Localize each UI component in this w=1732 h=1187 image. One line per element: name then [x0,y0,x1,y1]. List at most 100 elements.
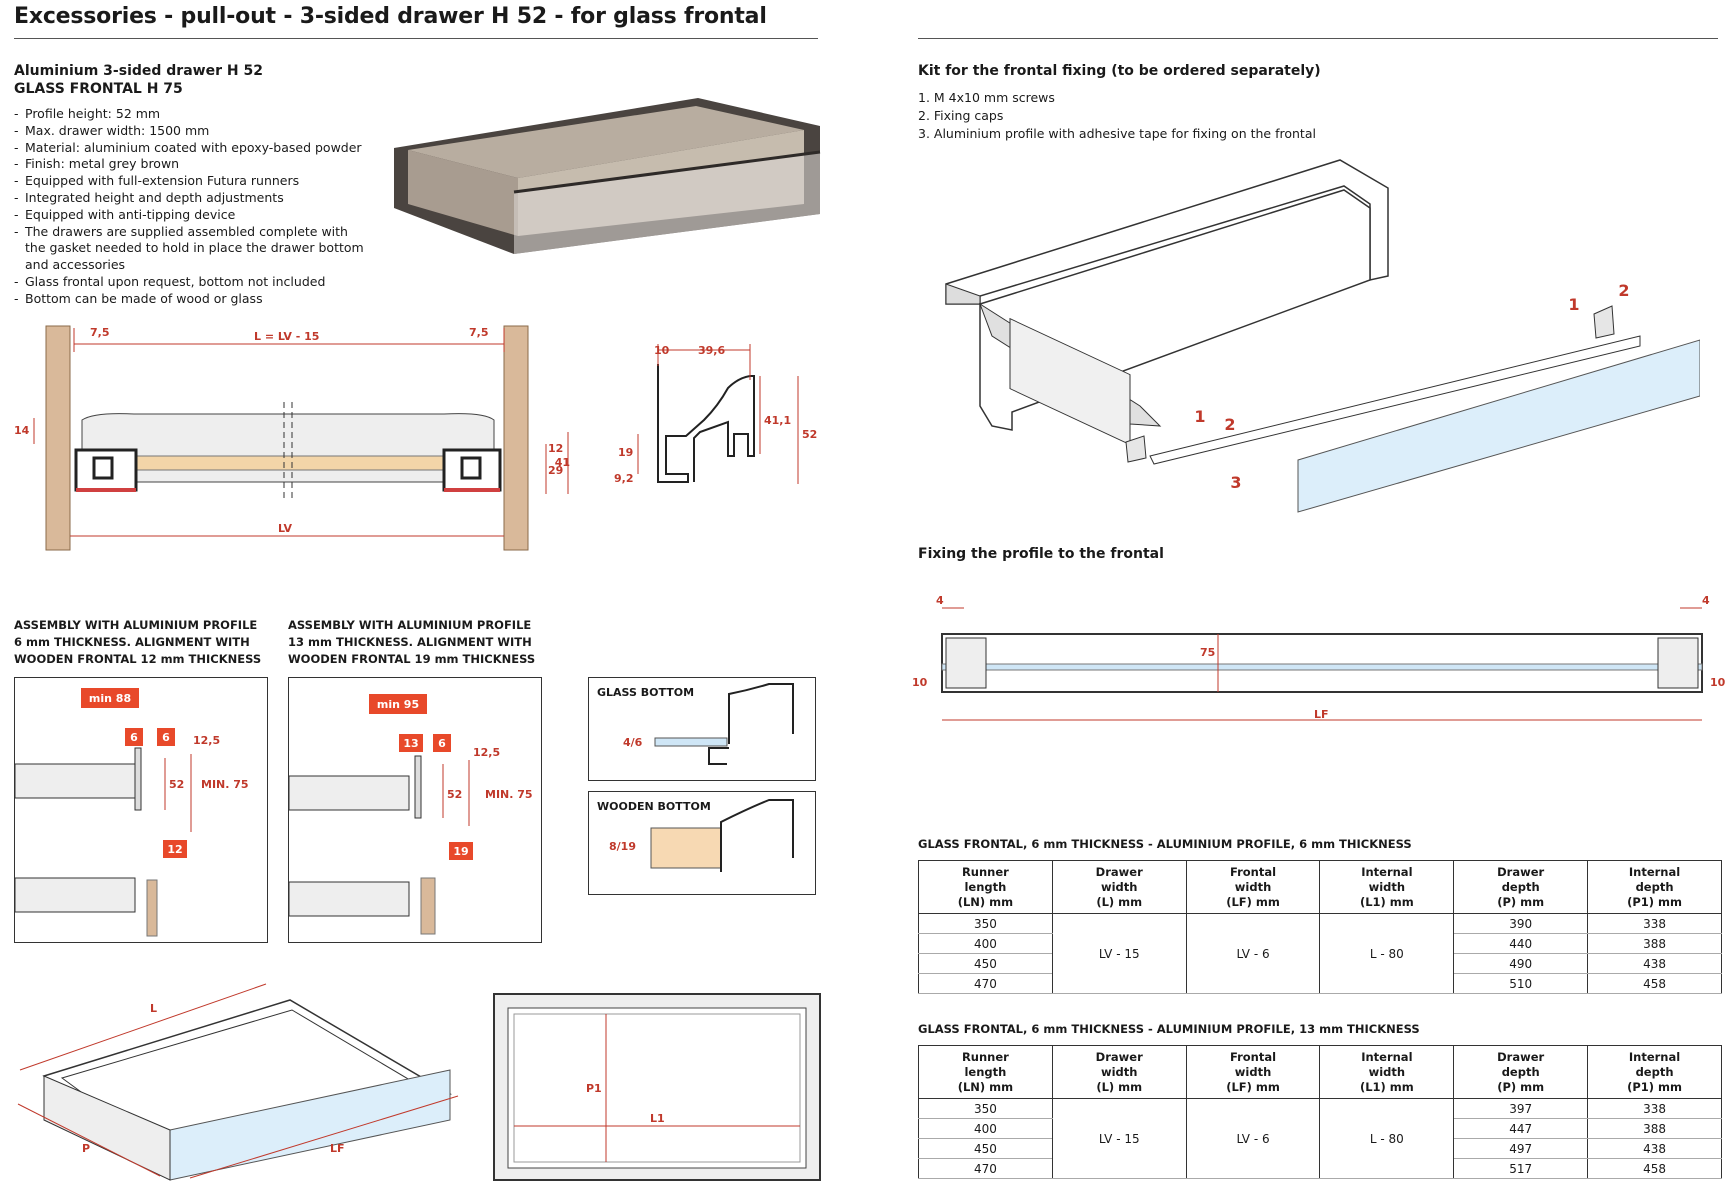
assembly-heading-line: 13 mm THICKNESS. ALIGNMENT WITH [288,635,532,649]
wooden-bottom-label: WOODEN BOTTOM [597,800,711,813]
dim-10: 10 [654,344,670,357]
title-rule-left [14,38,818,39]
dim-14: 14 [14,424,30,437]
drawer-plan-drawing: P1 L1 [493,993,821,1181]
cell-runner: 350 [918,913,1053,934]
cell-internal-depth: 388 [1587,933,1722,954]
dim-9-2: 9,2 [614,472,634,485]
kit-list: 1. M 4x10 mm screws 2. Fixing caps 3. Al… [918,89,1316,143]
cell-runner: 470 [918,973,1053,994]
assembly-6mm-t1: 6 [130,731,138,744]
kit-title: Kit for the frontal fixing (to be ordere… [918,63,1321,79]
profile-drawing: 10 39,6 41,1 52 19 9,2 [614,344,817,485]
feature-item: Glass frontal upon request, bottom not i… [14,274,364,291]
cell-drawer-depth: 397 [1453,1098,1589,1119]
kit-exploded-drawing: 1 2 3 1 2 [945,159,1700,513]
dim-52: 52 [802,428,817,441]
dim-12: 12 [548,442,563,455]
dim-lf: LF [1314,708,1329,721]
table-13mm-title: GLASS FRONTAL, 6 mm THICKNESS - ALUMINIU… [918,1022,1420,1036]
cell-drawer-depth: 447 [1453,1118,1589,1139]
assembly-13mm-12-5: 12,5 [473,746,500,759]
assembly-6mm-heading: ASSEMBLY WITH ALUMINIUM PROFILE 6 mm THI… [14,617,261,668]
iso-dim-lf: LF [330,1142,345,1155]
assembly-heading-line: ASSEMBLY WITH ALUMINIUM PROFILE [288,618,532,632]
cell-runner: 400 [918,933,1053,954]
product-name: Aluminium 3-sided drawer H 52 GLASS FRON… [14,62,263,98]
cell-drawer-depth: 517 [1453,1158,1589,1179]
table-row: 350 LV - 15 LV - 6 L - 80 397 338 [918,1098,1722,1179]
dim-39-6: 39,6 [698,344,725,357]
dim-29: 29 [548,464,563,477]
kit-label-1a: 1 [1568,295,1579,314]
feature-item: The drawers are supplied assembled compl… [14,224,364,274]
fixing-title: Fixing the profile to the frontal [918,546,1164,562]
cell-drawer-depth: 490 [1453,953,1589,974]
cell-internal-width: L - 80 [1319,913,1455,994]
assembly-6mm-min: min 88 [89,692,131,705]
fixing-drawing: 4 4 75 10 10 LF [912,594,1726,721]
product-name-line2: GLASS FRONTAL H 75 [14,81,183,97]
table-row: 400 440 388 [918,933,1722,954]
drawer-iso-drawing: L P LF [17,983,459,1181]
assembly-6mm-12-5: 12,5 [193,734,220,747]
cell-drawer-depth: 390 [1453,913,1589,934]
assembly-6mm-front: 12 [167,843,182,856]
cell-drawer-depth: 440 [1453,933,1589,954]
cell-internal-depth: 338 [1587,913,1722,934]
assembly-13mm-t2: 6 [438,737,446,750]
wooden-bottom-drawing: 8/19 [609,799,794,872]
assembly-6mm-drawing: min 88 6 6 12,5 52 MIN. 75 12 [14,688,249,937]
kit-label-3: 3 [1230,473,1241,492]
cell-internal-depth: 438 [1587,953,1722,974]
product-name-line1: Aluminium 3-sided drawer H 52 [14,63,263,79]
feature-item: Material: aluminium coated with epoxy-ba… [14,140,364,157]
cell-frontal-width: LV - 6 [1185,1098,1321,1179]
section-drawing: 7,5 7,5 L = LV - 15 14 12 29 41 LV [14,325,570,551]
assembly-heading-line: 6 mm THICKNESS. ALIGNMENT WITH [14,635,250,649]
kit-label-1b: 1 [1194,407,1205,426]
cell-drawer-depth: 497 [1453,1138,1589,1159]
cell-drawer-width: LV - 15 [1051,1098,1187,1179]
assembly-13mm-front: 19 [453,845,468,858]
assembly-13mm-52: 52 [447,788,462,801]
assembly-heading-line: WOODEN FRONTAL 19 mm THICKNESS [288,652,536,666]
table-6mm-title: GLASS FRONTAL, 6 mm THICKNESS - ALUMINIU… [918,837,1412,851]
cell-frontal-width: LV - 6 [1185,913,1321,994]
dim-right-gap: 7,5 [469,326,489,339]
iso-dim-l: L [150,1002,157,1015]
cell-internal-width: L - 80 [1319,1098,1455,1179]
cell-runner: 400 [918,1118,1053,1139]
dim-lv: LV [278,522,292,535]
dim-4-left: 4 [936,594,944,607]
table-row: 350 LV - 15 LV - 6 L - 80 390 338 [918,913,1722,994]
cell-internal-depth: 338 [1587,1098,1722,1119]
dim-75: 75 [1200,646,1215,659]
dim-10-left: 10 [912,676,928,689]
iso-dim-p: P [82,1142,90,1155]
assembly-6mm-box: min 88 6 6 12,5 52 MIN. 75 12 [14,677,268,943]
wooden-bottom-box: WOODEN BOTTOM 8/19 [588,791,816,895]
assembly-13mm-min: min 95 [377,698,419,711]
assembly-13mm-drawing: min 95 13 6 12,5 52 MIN. 75 19 [288,694,533,935]
dim-41: 41 [555,456,570,469]
assembly-6mm-t2: 6 [162,731,170,744]
drawer-product-image [394,98,821,254]
cell-runner: 470 [918,1158,1053,1179]
kit-label-2a: 2 [1618,281,1629,300]
dim-left-gap: 7,5 [90,326,110,339]
cell-internal-depth: 388 [1587,1118,1722,1139]
cell-runner: 350 [918,1098,1053,1119]
kit-item: 2. Fixing caps [918,108,1004,123]
feature-item: Max. drawer width: 1500 mm [14,123,364,140]
